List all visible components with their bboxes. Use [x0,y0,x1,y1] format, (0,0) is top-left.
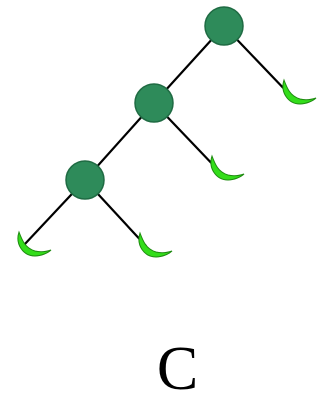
leaf-icon-bottom-right [138,232,173,258]
tree-node-root [204,6,244,46]
leaf-icon-middle-right [210,155,245,181]
leaf-icon-top-right [282,79,317,105]
panel-label: C [156,335,199,403]
tree-node-lower [65,160,105,200]
tree-node-middle [134,83,174,123]
leaf-icon-bottom-left [17,231,52,257]
